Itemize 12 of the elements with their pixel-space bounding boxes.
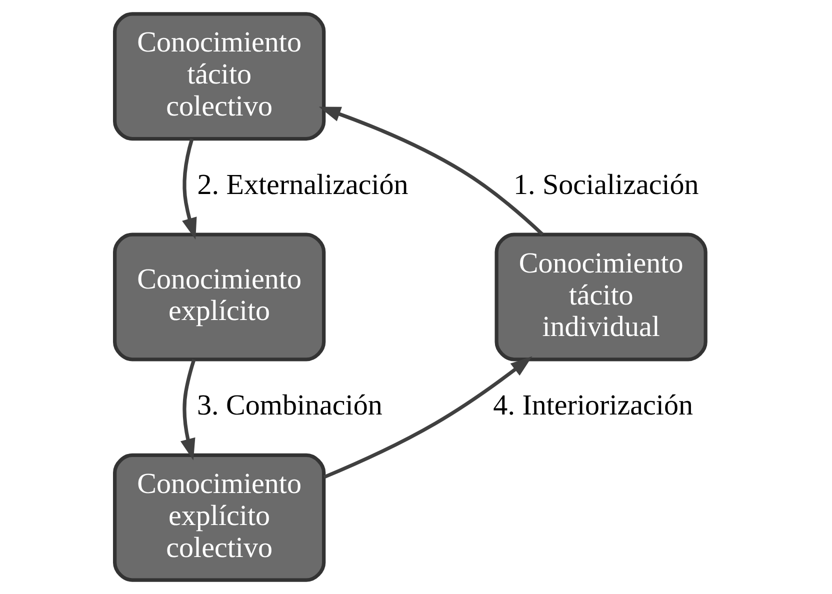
edge-label: 1. Socialización bbox=[513, 168, 699, 201]
node-box: Conocimiento explícito colectivo bbox=[113, 453, 326, 582]
node-box: Conocimiento explícito bbox=[113, 232, 326, 362]
edge-label: 2. Externalización bbox=[197, 168, 408, 201]
arrow bbox=[318, 106, 544, 236]
edge-label: 3. Combinación bbox=[197, 390, 382, 422]
arrow bbox=[182, 138, 197, 240]
arrow bbox=[323, 356, 532, 479]
node-box: Conocimiento tácito colectivo bbox=[113, 12, 326, 141]
edge-label: 4. Interiorización bbox=[493, 390, 693, 422]
arrow bbox=[180, 359, 196, 460]
node-box: Conocimiento tácito individual bbox=[494, 232, 708, 362]
